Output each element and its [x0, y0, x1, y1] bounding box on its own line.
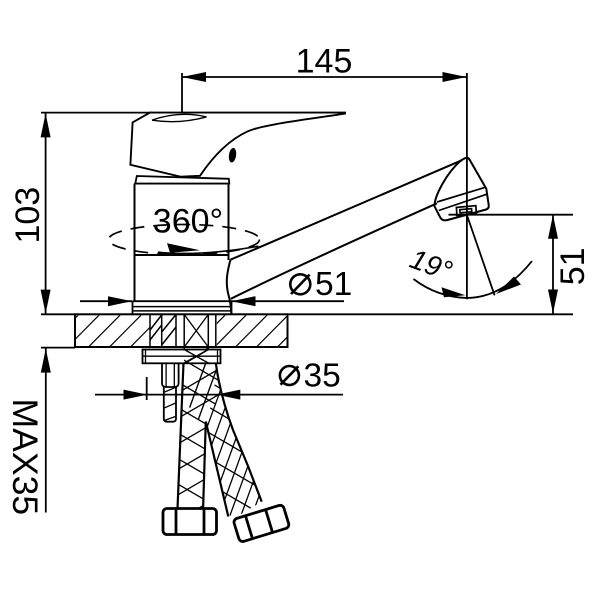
svg-text:51: 51	[554, 247, 592, 285]
svg-text:51: 51	[315, 266, 352, 303]
svg-text:360°: 360°	[153, 202, 223, 240]
svg-text:35: 35	[304, 357, 341, 394]
svg-text:103: 103	[9, 187, 47, 244]
svg-text:145: 145	[296, 43, 353, 81]
svg-text:MAX35: MAX35	[5, 399, 45, 516]
